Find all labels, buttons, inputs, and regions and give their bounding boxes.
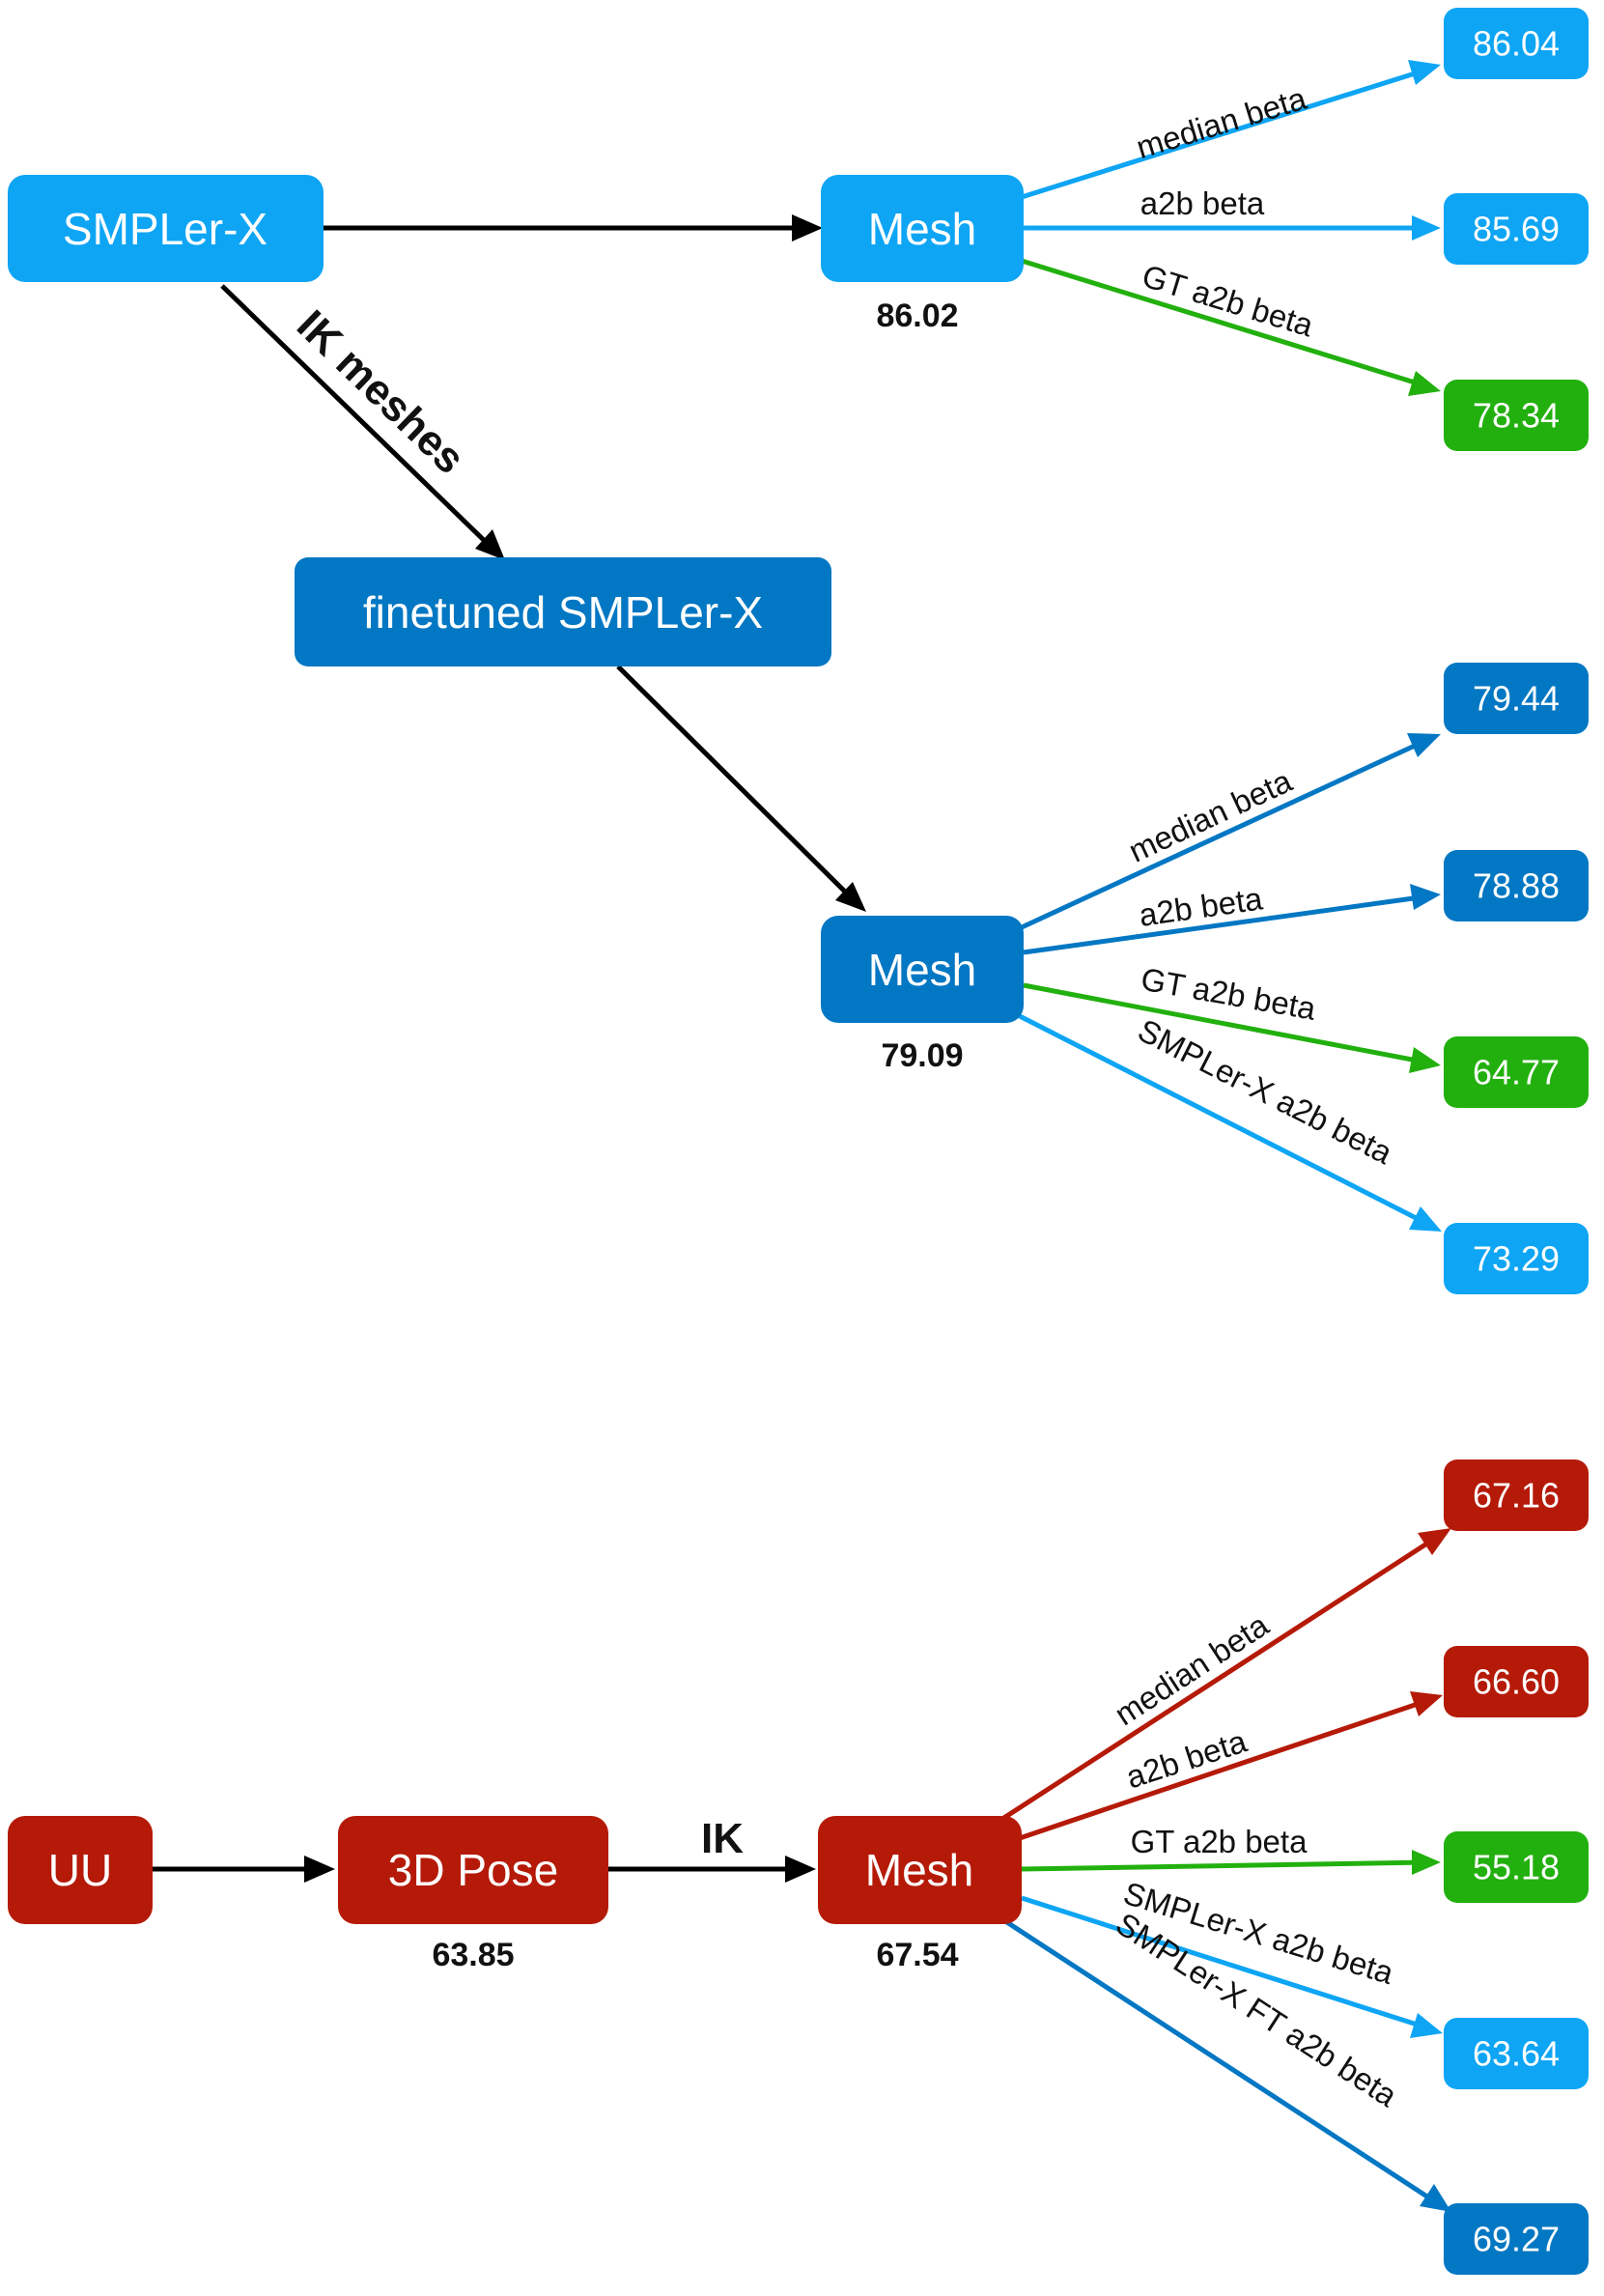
result-g2-gt-value: 64.77 [1473,1053,1560,1092]
result-g1-gt-value: 78.34 [1473,396,1560,436]
edge-label-ik: IK [701,1815,744,1862]
node-mesh2: Mesh [821,916,1024,1023]
edge-g1-gt [1021,258,1428,389]
result-g2-median-value: 79.44 [1473,679,1560,719]
g1-label-median: median beta [1132,80,1310,166]
arrowhead-g3-gt [1412,1850,1441,1875]
node-finetuned: finetuned SMPLer-X [295,557,831,666]
arrowhead-g2-smplerx [1409,1206,1442,1232]
arrowhead-mesh1 [792,214,823,241]
arrowhead-mesh2 [835,882,866,912]
edge-g2-median [1020,737,1429,930]
result-g1-a2b-value: 85.69 [1473,210,1560,249]
node-mesh1: Mesh [821,175,1024,282]
score-mesh2: 79.09 [881,1037,963,1074]
arrowhead-g2-a2b [1410,884,1441,910]
node-smplerx-label: SMPLer-X [63,204,267,254]
node-pose3d: 3D Pose [338,1816,608,1924]
g2-label-gt: GT a2b beta [1139,961,1319,1027]
edge-g2-smplerx [1014,1011,1431,1228]
result-g2-gt: 64.77 [1444,1036,1589,1108]
edge-g3-gt [1021,1859,1428,1872]
edge-g3-smplerxft [998,1914,1441,2207]
result-g1-median: 86.04 [1444,8,1589,79]
result-g3-gt-value: 55.18 [1473,1848,1560,1887]
edge-g3-a2b [1013,1697,1430,1843]
g1-label-a2b: a2b beta [1140,185,1265,221]
arrowhead-mesh3 [785,1856,816,1883]
node-pose3d-label: 3D Pose [388,1845,558,1895]
result-g3-smplerxft-value: 69.27 [1473,2220,1560,2259]
score-mesh1: 86.02 [876,298,958,334]
result-g3-a2b: 66.60 [1444,1646,1589,1717]
result-g2-smplerx-value: 73.29 [1473,1239,1560,1279]
node-mesh3-label: Mesh [865,1845,973,1895]
result-g2-median: 79.44 [1444,663,1589,734]
g2-label-median: median beta [1123,762,1298,869]
arrowhead-g3-a2b [1410,1691,1443,1716]
node-mesh2-label: Mesh [868,945,976,995]
arrowhead-g2-gt [1409,1047,1441,1073]
edge-g2-a2b [1023,893,1428,955]
score-pose3d: 63.85 [432,1937,514,1973]
score-mesh3: 67.54 [876,1937,958,1973]
arrowhead-g3-median [1418,1528,1451,1555]
result-g3-smplerxft: 69.27 [1444,2203,1589,2275]
result-g3-a2b-value: 66.60 [1473,1662,1560,1702]
node-uu-label: UU [48,1845,112,1895]
edge-g3-median [998,1533,1441,1824]
g3-label-median: median beta [1108,1606,1275,1732]
edge-g2-gt [1023,982,1428,1065]
edge-smplerx-to-finetuned [220,284,492,549]
result-g3-median-value: 67.16 [1473,1476,1560,1516]
arrowhead-finetuned [475,529,505,560]
result-g3-smplerx: 63.64 [1444,2018,1589,2089]
arrowhead-g1-gt [1408,371,1441,396]
result-g2-smplerx: 73.29 [1444,1223,1589,1294]
node-smplerx: SMPLer-X [8,175,324,282]
g2-label-a2b: a2b beta [1137,880,1265,933]
arrowhead-g2-median [1407,733,1441,757]
edge-finetuned-to-mesh2 [616,665,854,900]
result-g1-gt: 78.34 [1444,380,1589,451]
g1-label-gt: GT a2b beta [1139,258,1318,344]
arrowhead-g3-smplerxft [1420,2184,1451,2212]
result-g3-smplerx-value: 63.64 [1473,2034,1560,2074]
result-g3-gt: 55.18 [1444,1831,1589,1903]
result-g2-a2b-value: 78.88 [1473,866,1560,906]
edge-label-ik-meshes: IK meshes [288,301,473,483]
arrowhead-g3-smplerx [1410,2013,1443,2038]
result-g3-median: 67.16 [1444,1460,1589,1531]
node-mesh1-label: Mesh [868,204,976,254]
edge-g3-smplerx [1021,1895,1430,2031]
edge-g1-median [1021,67,1428,200]
node-finetuned-label: finetuned SMPLer-X [363,587,763,638]
node-mesh3: Mesh [818,1816,1022,1924]
arrowhead-pose3d [304,1856,335,1883]
g3-label-gt: GT a2b beta [1131,1824,1309,1859]
result-g1-median-value: 86.04 [1473,24,1560,64]
result-g1-a2b: 85.69 [1444,193,1589,265]
arrowhead-g1-a2b [1412,215,1441,241]
node-uu: UU [8,1816,153,1924]
arrowhead-g1-median [1408,60,1441,85]
result-g2-a2b: 78.88 [1444,850,1589,921]
